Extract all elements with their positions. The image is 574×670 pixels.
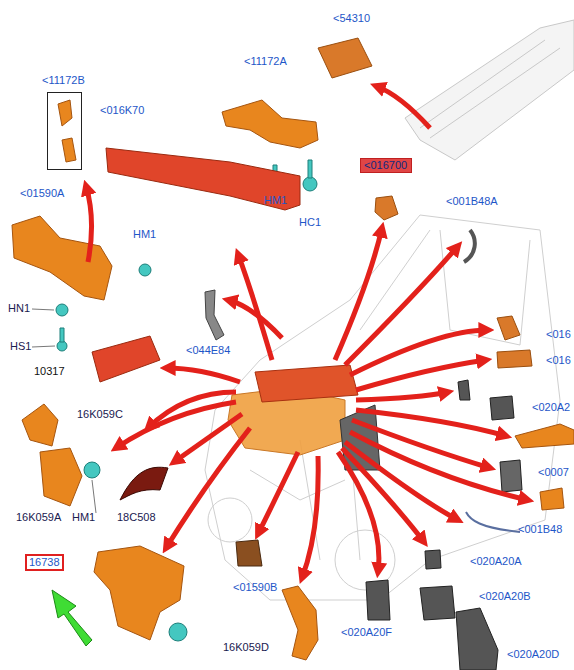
frame-heading: <11172B xyxy=(42,74,85,87)
clip-code: HC1 xyxy=(299,216,321,229)
clip-code: HS1 xyxy=(10,340,31,353)
clip-code: HM1 xyxy=(264,194,287,207)
part-number: <016 xyxy=(546,354,571,367)
part-number: <0007 xyxy=(538,466,569,479)
part-number: <020A2 xyxy=(532,401,570,414)
part-number: <11172A xyxy=(244,55,287,68)
part-number: <01590B xyxy=(233,581,277,594)
part-number: <016 xyxy=(546,328,571,341)
part-number: <020A20F xyxy=(341,626,392,639)
part-number: 16K059A xyxy=(16,511,61,524)
highlight-box: <016700 xyxy=(360,158,412,173)
part-number: <001B48A xyxy=(446,195,498,208)
callout-box: 16738 xyxy=(25,554,64,571)
part-number: <020A20A xyxy=(470,555,522,568)
part-number: <01590A xyxy=(20,187,64,200)
part-number: <020A20B xyxy=(479,590,531,603)
part-number: <016K70 xyxy=(100,104,144,117)
part-number: 16738 xyxy=(29,556,60,569)
part-number: <020A20D xyxy=(507,648,559,661)
part-frame: <11172B xyxy=(47,92,82,170)
part-number: 18C508 xyxy=(117,511,156,524)
part-number: <54310 xyxy=(333,12,370,25)
part-number: <044E84 xyxy=(186,344,230,357)
part-number: 10317 xyxy=(34,365,65,378)
clip-code: HM1 xyxy=(133,228,156,241)
part-number: 16K059D xyxy=(223,641,269,654)
part-number: <016700 xyxy=(364,159,408,172)
clip-code: HM1 xyxy=(72,511,95,524)
part-number: 16K059C xyxy=(77,408,123,421)
part-number: <001B48 xyxy=(518,523,562,536)
clip-code: HN1 xyxy=(8,302,30,315)
